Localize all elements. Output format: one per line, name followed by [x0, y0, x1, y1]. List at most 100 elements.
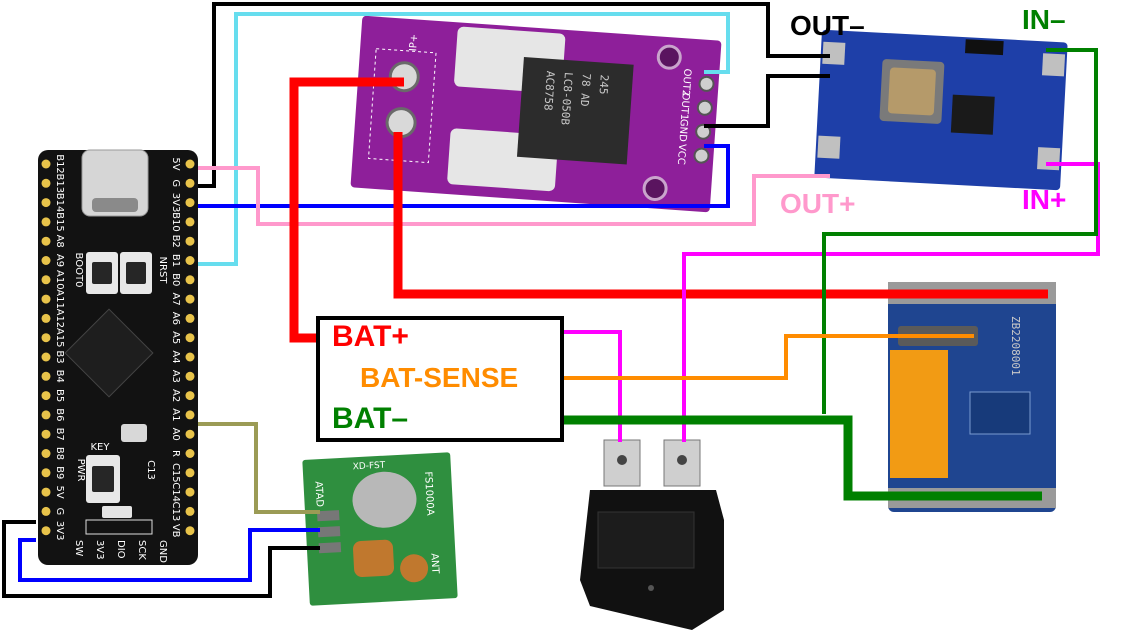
rf-title: XD-FST — [352, 461, 386, 473]
mcu-left-pin — [41, 371, 51, 381]
mcu-left-pin-label: B3 — [54, 350, 65, 363]
boot0-label: BOOT0 — [73, 253, 84, 288]
rf-ant-label: ANT — [428, 553, 440, 575]
in-minus-pad — [1041, 53, 1066, 77]
rf-pin-2 — [317, 526, 341, 538]
key-button-cap — [92, 466, 114, 492]
in-plus-pad — [1037, 147, 1061, 171]
inductor-core — [887, 67, 936, 116]
switch-rocker — [597, 511, 695, 569]
mcu-left-pin — [41, 236, 51, 246]
mcu-right-pin — [185, 236, 195, 246]
label-in-plus: IN+ — [1022, 184, 1067, 215]
rf-pin-1 — [316, 510, 340, 522]
mcu-left-pin — [41, 391, 51, 401]
mcu-left-pin-label: A11 — [54, 289, 65, 309]
mcu-right-pin — [185, 294, 195, 304]
c13-label: C13 — [145, 460, 156, 480]
current-sensor-pin-label: VCC — [675, 143, 687, 165]
mount-hole-bottom — [642, 175, 668, 201]
mcu-left-pin — [41, 352, 51, 362]
mcu-left-pin — [41, 487, 51, 497]
wire-pink-5v — [198, 166, 830, 226]
mcu-left-pin — [41, 410, 51, 420]
battery-ic-area — [969, 391, 1031, 435]
wire-cyan-signal — [198, 12, 730, 266]
battery-board: ZB2208001 — [888, 282, 1056, 512]
wire-olive-data — [198, 422, 320, 514]
chip-marking: AC8758 — [541, 70, 557, 111]
wire-black-gnd — [198, 2, 830, 188]
wire-orange-sense — [538, 334, 974, 380]
mcu-right-pin — [185, 159, 195, 169]
current-sensor-pin — [698, 75, 715, 92]
mcu-left-pin — [41, 159, 51, 169]
mcu-left-pin-label: B14 — [54, 193, 65, 213]
mcu-left-pin-label: B6 — [54, 408, 65, 421]
key-label: KEY — [91, 442, 111, 453]
mcu-right-pin-label: B2 — [170, 235, 181, 248]
wire-green-in-minus — [822, 48, 1098, 414]
mcu-left-pin — [41, 506, 51, 516]
current-sensor-pin-label: OUT2 — [680, 68, 693, 96]
dc-dc-converter — [814, 29, 1068, 191]
mcu-right-pin-label: B10 — [170, 212, 181, 232]
mcu-right-pin-label: A6 — [170, 312, 181, 325]
pwr-label: PWR — [75, 459, 86, 482]
mcu-left-pin — [41, 313, 51, 323]
mcu-left-pin-label: A10 — [54, 270, 65, 290]
mcu-right-pin — [185, 217, 195, 227]
mcu-left-pin-label: B4 — [54, 370, 65, 383]
boot0-button-cap — [92, 262, 112, 284]
mcu-left-pin-label: B13 — [54, 174, 65, 194]
swd-pad — [102, 506, 132, 518]
mcu-left-pin — [41, 526, 51, 536]
mcu-right-pin-label: A1 — [170, 408, 181, 421]
rocker-switch — [580, 439, 724, 630]
mcu-left-pin — [41, 217, 51, 227]
chip-marking: 245 — [597, 74, 611, 95]
wire-green-bat-minus — [412, 415, 1042, 501]
rf-pin-3 — [318, 542, 342, 554]
mcu-right-pin — [185, 410, 195, 420]
label-bat-minus: BAT– — [332, 402, 409, 435]
swd-pin-label: SCK — [136, 540, 147, 560]
mcu-left-pin-label: B15 — [54, 212, 65, 232]
mcu-left-pin-label: A8 — [54, 235, 65, 248]
rf-coil-small — [400, 554, 429, 583]
mcu-left-pin — [41, 333, 51, 343]
current-sensor-pin — [696, 99, 713, 116]
mcu-right-pin — [185, 429, 195, 439]
nrst-button-cap — [126, 262, 146, 284]
switch-terminal-right-hole — [677, 455, 687, 465]
rf-resonator — [352, 471, 417, 528]
swd-pin-label: SW — [73, 540, 84, 556]
battery-pcb-code: ZB2208001 — [1009, 316, 1022, 376]
mcu-right-pin-label: G — [170, 179, 181, 187]
rf-pin-label: ATAD — [312, 481, 324, 508]
usb-c-opening — [92, 198, 138, 212]
mcu-right-pin-label: A3 — [170, 370, 181, 383]
out-plus-pad — [817, 135, 841, 159]
mcu-left-pin-label: B8 — [54, 447, 65, 460]
mcu-board: B12B13B14B15A8A9A10A11A12A15B3B4B5B6B7B8… — [38, 149, 198, 565]
wire-magenta-in-plus — [682, 162, 1100, 442]
wires — [2, 2, 1100, 598]
mcu-left-pin-label: A15 — [54, 328, 65, 348]
mcu-right-pin-label: A7 — [170, 292, 181, 305]
mcu-left-pin-label: 5V — [54, 485, 65, 498]
mcu-left-pin-row: B12B13B14B15A8A9A10A11A12A15B3B4B5B6B7B8… — [41, 154, 65, 540]
mcu-right-pin-label: B1 — [170, 254, 181, 267]
label-bat-plus: BAT+ — [332, 320, 409, 353]
mcu-right-pin — [185, 449, 195, 458]
mcu-left-pin — [41, 468, 51, 478]
switch-indicator — [648, 585, 654, 591]
mcu-right-pin — [185, 256, 195, 265]
mcu-right-pin — [185, 371, 195, 381]
wire-black-sensor-gnd — [704, 74, 830, 128]
nrst-label: NRST — [157, 257, 168, 285]
mcu-right-pin-label: B0 — [170, 273, 181, 286]
